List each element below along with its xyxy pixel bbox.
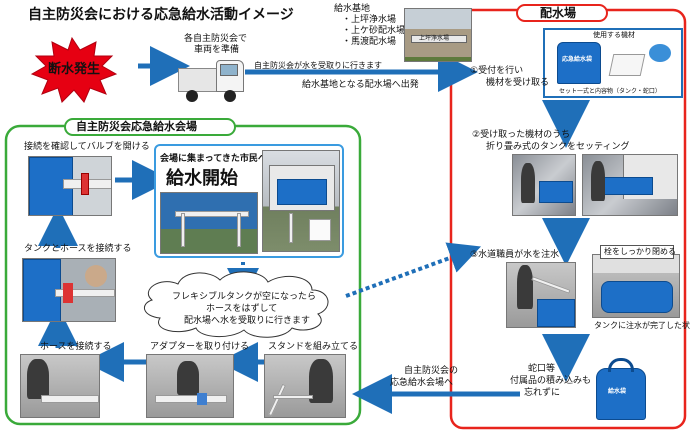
stand-photo <box>264 354 346 418</box>
step2-photo-left <box>512 154 576 216</box>
adapter-photo <box>146 354 234 418</box>
cloud-line2: ホースをはずして <box>206 304 278 314</box>
start-label: 給水開始 <box>166 168 238 189</box>
step2-photo-right <box>582 154 678 216</box>
building-sign: 上坪浄水場 <box>419 35 450 42</box>
distribution-title: 配水場 <box>540 6 577 20</box>
equipment-bag <box>557 42 601 84</box>
step2-line2: 折り畳み式のタンクをセッティング <box>486 142 630 152</box>
attach-adapter-label: アダプターを取り付ける <box>150 342 250 352</box>
equipment-label: 使用する機材 <box>593 31 635 39</box>
valve-photo <box>28 156 112 216</box>
step3-photo-filled <box>592 254 680 318</box>
tank-photo <box>22 258 116 322</box>
step2-line1: ②受け取った機材のうち <box>472 130 571 140</box>
equipment-box: 使用する機材 応急給水袋 セット一式と内容物（タンク・蛇口） <box>543 28 683 98</box>
start-photo-faucet <box>160 192 258 254</box>
reminder-line1: 蛇口等 <box>528 364 556 374</box>
cloud-line3: 配水場へ水を受取りに行きます <box>184 316 311 326</box>
to-venue-line1: 自主防災会の <box>404 366 459 376</box>
filled-caption: タンクに注水が完了した状態 <box>594 321 690 330</box>
reminder-bag-photo: 給水袋 <box>590 358 652 424</box>
prep-label-line1: 各自主防災会で <box>184 34 248 44</box>
distribution-header <box>516 4 608 22</box>
plug-note: 栓をしっかり閉める <box>604 247 676 256</box>
hose-photo <box>20 354 100 418</box>
truck-image <box>178 58 244 104</box>
venue-title: 自主防災会応急給水会場 <box>76 120 197 133</box>
bases-item-1: ・上坪浄水場 <box>342 15 397 25</box>
arrow-sub-text: 給水基地となる配水場へ出発 <box>302 80 419 90</box>
outage-label: 断水発生 <box>48 62 101 77</box>
connect-hose-label: ホースを接続する <box>40 342 112 352</box>
check-valve-label: 接続を確認してバルブを開ける <box>24 142 150 152</box>
page-title: 自主防災会における応急給水活動イメージ <box>28 7 294 23</box>
prep-label-line2: 車両を準備 <box>194 45 240 55</box>
step3-photo-pour <box>506 262 576 328</box>
reminder-line3: 忘れずに <box>524 388 561 398</box>
plug-note-box <box>600 245 674 259</box>
to-venue-line2: 応急給水会場へ <box>390 378 454 388</box>
reminder-line2: 付属品の積み込みも <box>510 376 592 386</box>
venue-header <box>64 118 236 136</box>
water-plant-photo: 上坪浄水場 <box>404 8 472 62</box>
bases-heading: 給水基地 <box>334 4 371 14</box>
connect-tank-label: タンクとホースを接続する <box>24 244 132 254</box>
equipment-bag-text: 応急給水袋 <box>562 56 593 63</box>
arrival-text: 会場に集まってきた市民へ <box>160 154 267 164</box>
step1-line2: 機材を受け取る <box>486 78 550 88</box>
assemble-stand-label: スタンドを組み立てる <box>268 342 359 352</box>
cloud-shape <box>144 271 329 338</box>
step1-line1: ①受付を行い <box>470 66 524 76</box>
arrow-cloud-step3 <box>345 242 482 298</box>
equipment-set-caption: セット一式と内容物（タンク・蛇口） <box>559 88 661 95</box>
bases-item-2: ・上ケ砂配水場 <box>342 26 406 36</box>
start-photo-van <box>262 150 340 252</box>
step3-label: ③水道職員が水を注水 <box>470 250 560 260</box>
bases-item-3: ・馬渡配水場 <box>342 37 397 47</box>
arrow-top-text: 自主防災会が水を受取りに行きます <box>254 61 382 70</box>
cloud-line1: フレキシブルタンクが空になったら <box>172 292 317 302</box>
